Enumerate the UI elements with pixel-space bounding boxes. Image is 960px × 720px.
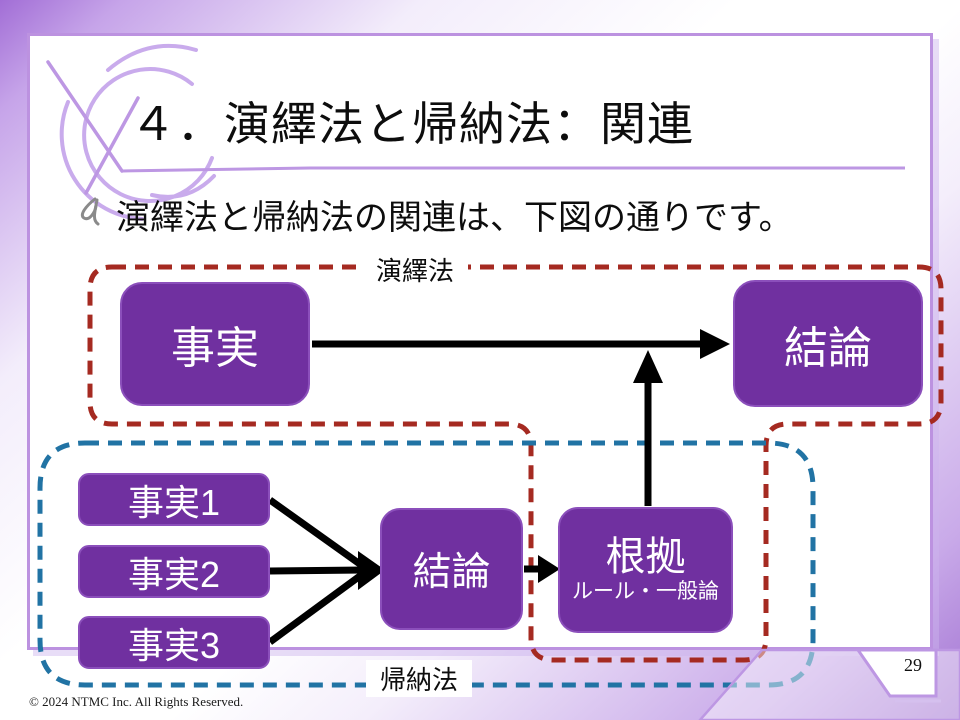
fact1-box: 事実1	[78, 473, 270, 526]
page-title: ４．演繹法と帰納法：関連	[130, 98, 694, 150]
copyright-footer: © 2024 NTMC Inc. All Rights Reserved.	[29, 694, 244, 709]
deduction-region-label: 演繹法	[362, 252, 469, 286]
basis-title: 根拠	[605, 535, 686, 579]
fact2-box: 事実2	[78, 545, 270, 598]
induction-region-label: 帰納法	[366, 660, 473, 697]
page-number: 29	[904, 655, 922, 675]
bullet-text: 演繹法と帰納法の関連は、下図の通りです。	[116, 199, 793, 237]
conclusion-box-induction: 結論	[380, 508, 523, 630]
basis-box: 根拠 ルール・一般論	[558, 507, 733, 633]
fact-box-deduction: 事実	[120, 282, 310, 406]
fact3-box: 事実3	[78, 616, 270, 669]
conclusion-box-deduction: 結論	[733, 280, 923, 407]
basis-subtitle: ルール・一般論	[572, 580, 719, 603]
